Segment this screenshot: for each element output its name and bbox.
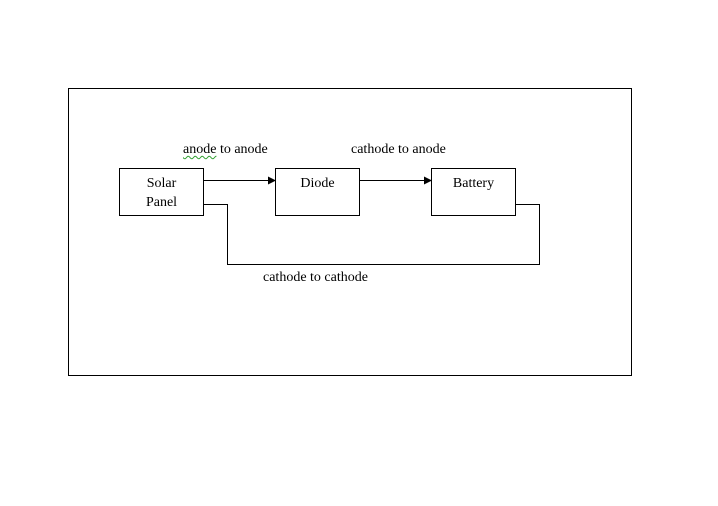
diode-box: Diode: [275, 168, 360, 216]
diode-label: Diode: [300, 176, 335, 191]
solar-panel-box: Solar Panel: [119, 168, 204, 216]
diagram-frame: [68, 88, 632, 376]
edge-label-cathode-to-cathode: cathode to cathode: [263, 270, 368, 285]
edge-label-anode-rest: to anode: [216, 142, 268, 157]
battery-label: Battery: [452, 176, 495, 191]
battery-box: Battery: [431, 168, 516, 216]
edge-label-cathode-to-anode: cathode to anode: [351, 142, 446, 157]
solar-panel-label: Solar Panel: [145, 176, 178, 210]
edge-label-anode-word: anode: [183, 142, 217, 157]
edge-label-anode-to-anode: anode to anode: [183, 141, 268, 158]
return-line-battery-to-solar-panel: [203, 204, 540, 265]
